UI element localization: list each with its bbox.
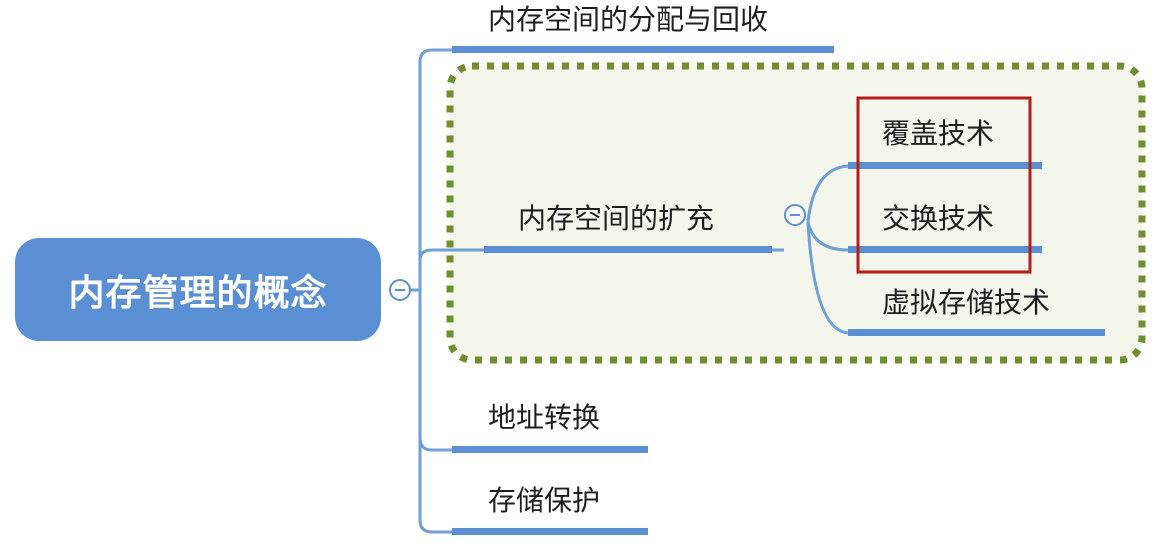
highlight-box <box>856 96 1032 274</box>
branch-label-allocation[interactable]: 内存空间的分配与回收 <box>488 3 769 36</box>
child-label-swapping[interactable]: 交换技术 <box>882 202 995 235</box>
root-collapse-button[interactable] <box>389 279 411 301</box>
child-connectors <box>772 164 849 335</box>
root-node[interactable]: 内存管理的概念 <box>15 238 381 341</box>
branch-label-storage-protection[interactable]: 存储保护 <box>488 484 601 517</box>
root-node-label: 内存管理的概念 <box>68 272 328 314</box>
root-connectors <box>400 48 484 534</box>
branch-label-address-translation[interactable]: 地址转换 <box>488 401 601 434</box>
child-label-virtual-storage[interactable]: 虚拟存储技术 <box>882 286 1051 319</box>
underlines <box>452 46 1105 535</box>
branch-collapse-button[interactable] <box>784 204 806 226</box>
child-label-overlay[interactable]: 覆盖技术 <box>882 117 995 150</box>
branch-label-expansion[interactable]: 内存空间的扩充 <box>518 202 715 235</box>
